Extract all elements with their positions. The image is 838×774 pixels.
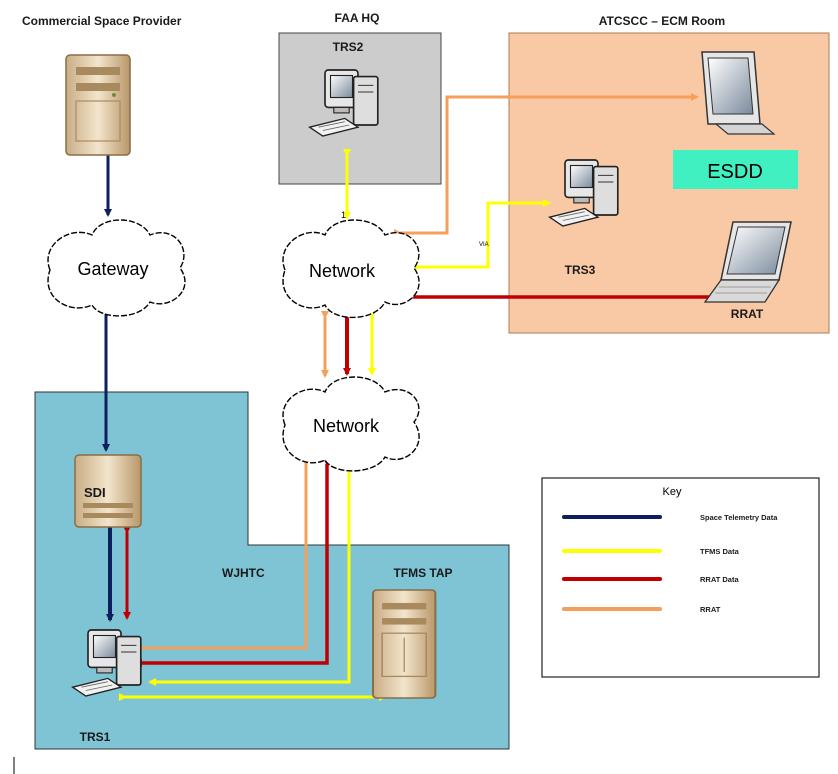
trs1-label: TRS1 — [80, 730, 111, 744]
key-item-label: RRAT Data — [700, 575, 739, 584]
esdd-monitor-icon — [701, 51, 776, 135]
connections — [102, 93, 720, 701]
esdd-badge — [673, 150, 798, 189]
tfms-tap-label: TFMS TAP — [393, 566, 452, 580]
atcscc-room-label: ATCSCC – ECM Room — [599, 14, 725, 28]
network-top-label: Network — [309, 261, 376, 281]
line-marker-1: 1 — [341, 210, 346, 220]
via-fragment: VIA — [479, 242, 489, 248]
rrat-device-label: RRAT — [731, 307, 764, 321]
network-top-cloud: Network — [282, 219, 420, 319]
key-title: Key — [663, 486, 682, 498]
tfms-line-network-trs3 — [414, 199, 551, 271]
trs3-label: TRS3 — [565, 263, 596, 277]
esdd-label: ESDD — [707, 161, 763, 183]
wjhtc-label: WJHTC — [222, 566, 265, 580]
gateway-label: Gateway — [77, 259, 148, 279]
faa-hq-label: FAA HQ — [335, 11, 380, 25]
key-item-label: RRAT — [700, 605, 721, 614]
trs2-label: TRS2 — [333, 40, 364, 54]
gateway-cloud: Gateway — [47, 219, 186, 317]
key-item-label: Space Telemetry Data — [700, 513, 778, 522]
sdi-server-icon — [74, 454, 142, 528]
network-bottom-cloud: Network — [282, 376, 420, 472]
tfms-line-network-trs1 — [148, 460, 353, 686]
tfms-tap-server-icon — [372, 589, 437, 699]
rrat-laptop-icon — [703, 221, 792, 303]
sdi-label: SDI — [84, 485, 106, 500]
commercial-server-icon — [65, 54, 131, 156]
commercial-space-provider-label: Commercial Space Provider — [22, 14, 182, 28]
network-bottom-label: Network — [313, 416, 380, 436]
key-item-label: TFMS Data — [700, 547, 740, 556]
